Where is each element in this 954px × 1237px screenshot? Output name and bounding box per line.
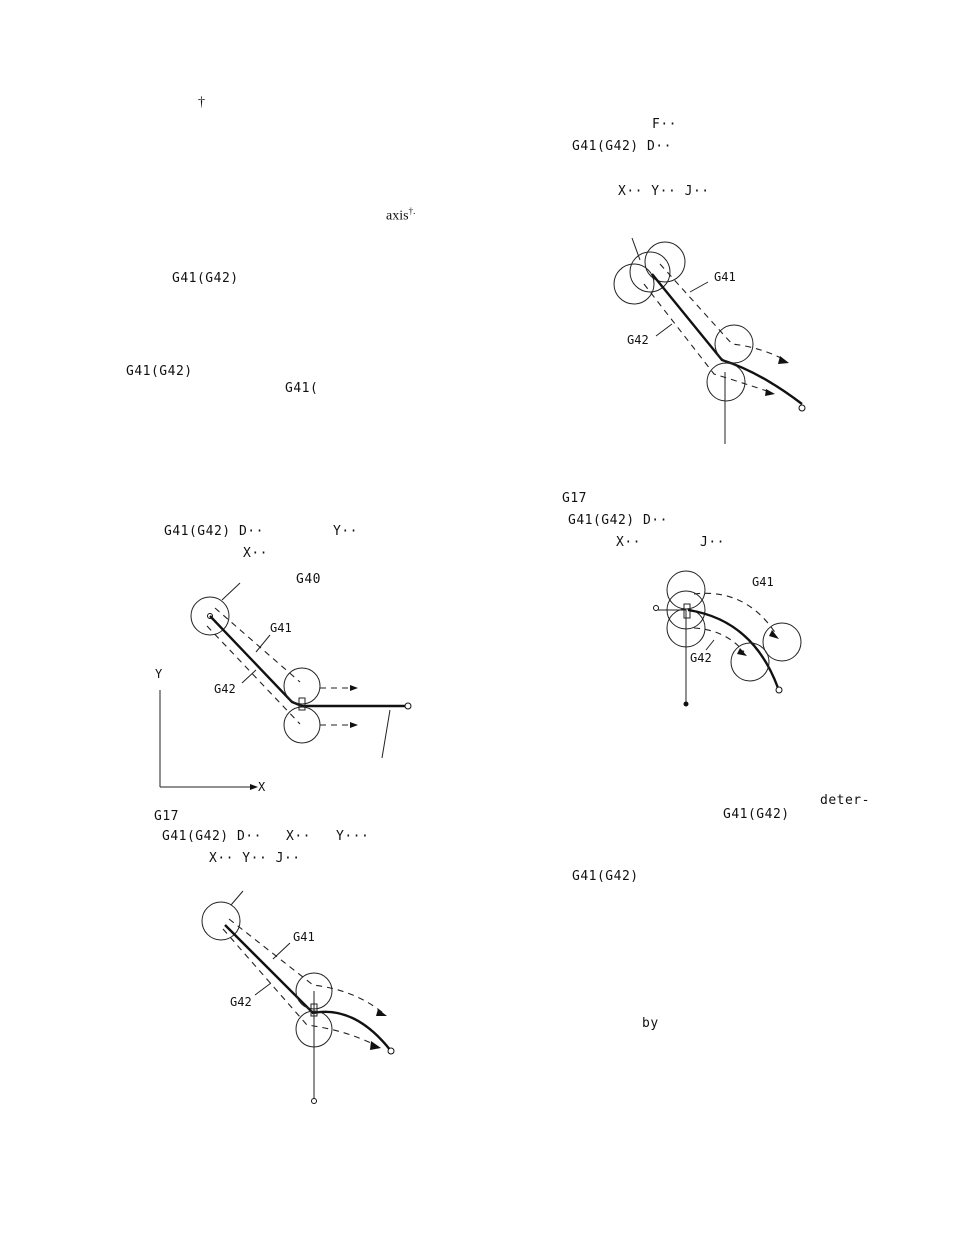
- axis-x-label: X: [258, 780, 266, 794]
- g42-offset-path: [206, 625, 301, 725]
- g42-offset-path: [643, 283, 771, 393]
- arc-center-point: [311, 1098, 317, 1104]
- start-circle-b: [629, 251, 671, 293]
- g41-arrow: [769, 630, 779, 639]
- fig1-g42-leader: [241, 669, 257, 684]
- axis-dagger: †.: [408, 206, 416, 216]
- end-pointer: [381, 709, 391, 759]
- dagger-mark: †: [198, 95, 205, 110]
- fig2-x-code: X··: [286, 829, 311, 844]
- fig3-g42-label: G42: [627, 333, 649, 347]
- x-axis-arrow: [250, 784, 258, 790]
- g41-arrow: [778, 356, 789, 364]
- g42-arrow: [370, 1041, 381, 1050]
- fig3-g41-leader: [689, 281, 709, 293]
- code-g41-partial: G41(: [285, 381, 319, 396]
- start-pointer: [230, 890, 244, 906]
- fig1-x-code: X··: [243, 546, 268, 561]
- g41-offset-path: [214, 607, 301, 683]
- axis-word: axis: [386, 208, 409, 224]
- end-point: [404, 702, 412, 710]
- fig4-g42-label: G42: [690, 651, 712, 665]
- right-code-g41-g42-d: G41(G42): [572, 869, 639, 884]
- right-deter-text: deter-: [820, 793, 870, 808]
- right-code-line-1: G41(G42) D··: [572, 139, 672, 154]
- right-x-code: X··: [616, 535, 641, 550]
- g42-end-circle: [730, 642, 770, 682]
- g42-arrow: [765, 389, 775, 396]
- fig4-diagram: G41 G42: [653, 570, 802, 707]
- fig4-g41-label: G41: [752, 575, 774, 589]
- fig1-code-line-1: G41(G42) D··: [164, 524, 264, 539]
- corner-marker: [298, 697, 306, 711]
- arc-center-point: [683, 701, 689, 707]
- end-point: [798, 404, 806, 412]
- g42-corner-circle: [283, 706, 321, 744]
- right-code-g41-g42-c: G41(G42): [723, 807, 790, 822]
- end-point: [775, 686, 783, 694]
- right-code-xyj: X·· Y·· J··: [618, 184, 710, 199]
- start-tool-circle: [190, 596, 230, 636]
- fig1-g42-label: G42: [214, 682, 236, 696]
- fig2-g42-leader: [254, 982, 272, 996]
- fig1-g41-leader: [255, 634, 271, 653]
- start-pointer: [221, 582, 241, 601]
- fig2-g41-label: G41: [293, 930, 315, 944]
- fig1-diagram: Y X G41 G42: [155, 582, 412, 794]
- fig3-g41-label: G41: [714, 270, 736, 284]
- fig1-y-code: Y··: [333, 524, 358, 539]
- right-code-line-2: G41(G42) D··: [568, 513, 668, 528]
- g42-corner-circle: [706, 362, 746, 402]
- fig2-diagram: G41 G42: [201, 890, 395, 1104]
- programmed-path: [651, 273, 803, 405]
- fig1-g40-label: G40: [296, 572, 321, 587]
- start-pointer: [631, 237, 641, 261]
- end-point: [387, 1047, 395, 1055]
- code-g41-g42-a: G41(G42): [172, 271, 239, 286]
- right-by-text: by: [642, 1016, 659, 1031]
- programmed-arc: [687, 608, 780, 689]
- g41-corner-circle: [714, 324, 754, 364]
- axis-footnote-text: axis†.: [386, 207, 415, 224]
- start-circle-top: [666, 570, 706, 610]
- start-circle-c: [644, 241, 686, 283]
- g42-arrow: [737, 648, 747, 656]
- fig2-code-line-2: X·· Y·· J··: [209, 851, 301, 866]
- fig2-code-line-1: G41(G42) D··: [162, 829, 262, 844]
- g42-horizontal-arrow: [350, 722, 358, 728]
- fig2-g17: G17: [154, 809, 179, 824]
- fig3-g42-leader: [655, 323, 673, 337]
- right-g17: G17: [562, 491, 587, 506]
- g41-horizontal-arrow: [350, 685, 358, 691]
- right-f-code: F··: [652, 117, 677, 132]
- fig4-g42-leader: [705, 639, 715, 651]
- fig3-diagram: G41 G42: [613, 237, 806, 444]
- g41-offset-arc: [693, 592, 777, 635]
- g41-arrow: [376, 1009, 387, 1016]
- programmed-path: [209, 615, 408, 708]
- g41-end-circle: [762, 622, 802, 662]
- fig1-g41-label: G41: [270, 621, 292, 635]
- axis-y-label: Y: [155, 667, 163, 681]
- g42-offset-arc: [693, 627, 745, 653]
- g42-offset-path: [222, 928, 376, 1046]
- start-point: [653, 605, 659, 611]
- code-g41-g42-b: G41(G42): [126, 364, 193, 379]
- fig2-g41-leader: [272, 942, 291, 960]
- start-circle-a: [613, 263, 655, 305]
- g41-corner-circle: [283, 667, 321, 705]
- start-tool-circle: [201, 901, 241, 941]
- right-j-code: J··: [700, 535, 725, 550]
- fig2-g42-label: G42: [230, 995, 252, 1009]
- fig2-y-code: Y···: [336, 829, 370, 844]
